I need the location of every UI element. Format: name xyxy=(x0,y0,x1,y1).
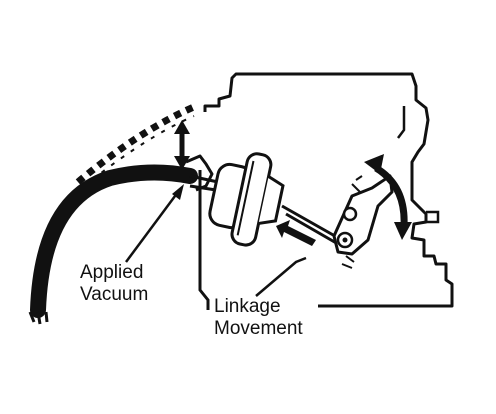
linkage-movement-label: Linkage Movement xyxy=(214,296,303,340)
engine-body-port xyxy=(426,210,440,224)
applied-vacuum-label-line-1: Applied xyxy=(80,262,144,283)
vacuum-diaphragm xyxy=(208,152,285,247)
linkage-movement-leader xyxy=(255,256,307,297)
engine-body-ledge xyxy=(397,106,406,139)
engine-body-outline xyxy=(203,72,454,308)
linkage-movement-label-line-2: Movement xyxy=(214,318,303,339)
lever-rotation-arrow xyxy=(374,164,408,227)
linkage-movement-arrow xyxy=(276,220,316,246)
linkage-rod xyxy=(281,204,343,246)
vacuum-double-arrow-down-head xyxy=(174,156,190,170)
applied-vacuum-leader xyxy=(124,191,180,263)
air-cleaner-dashed-contour xyxy=(75,102,198,185)
engine-body-left-edge xyxy=(198,170,210,310)
air-cleaner-dashed-contour-inner xyxy=(91,115,195,181)
applied-vacuum-leader-head xyxy=(172,184,184,200)
actuator-tube xyxy=(189,174,219,192)
vacuum-double-arrow-up-head xyxy=(174,120,190,134)
vacuum-hose xyxy=(30,164,198,318)
actuator-mount-bracket xyxy=(185,154,214,192)
lever-rotation-arrow-bottom-head xyxy=(394,222,412,240)
vacuum-hose-end xyxy=(28,311,49,325)
linkage-movement-label-line-1: Linkage xyxy=(214,296,281,317)
applied-vacuum-label: Applied Vacuum xyxy=(80,262,148,306)
throttle-lever xyxy=(332,174,394,269)
lever-rotation-arrow-top-head xyxy=(364,154,384,174)
applied-vacuum-label-line-2: Vacuum xyxy=(80,284,149,305)
